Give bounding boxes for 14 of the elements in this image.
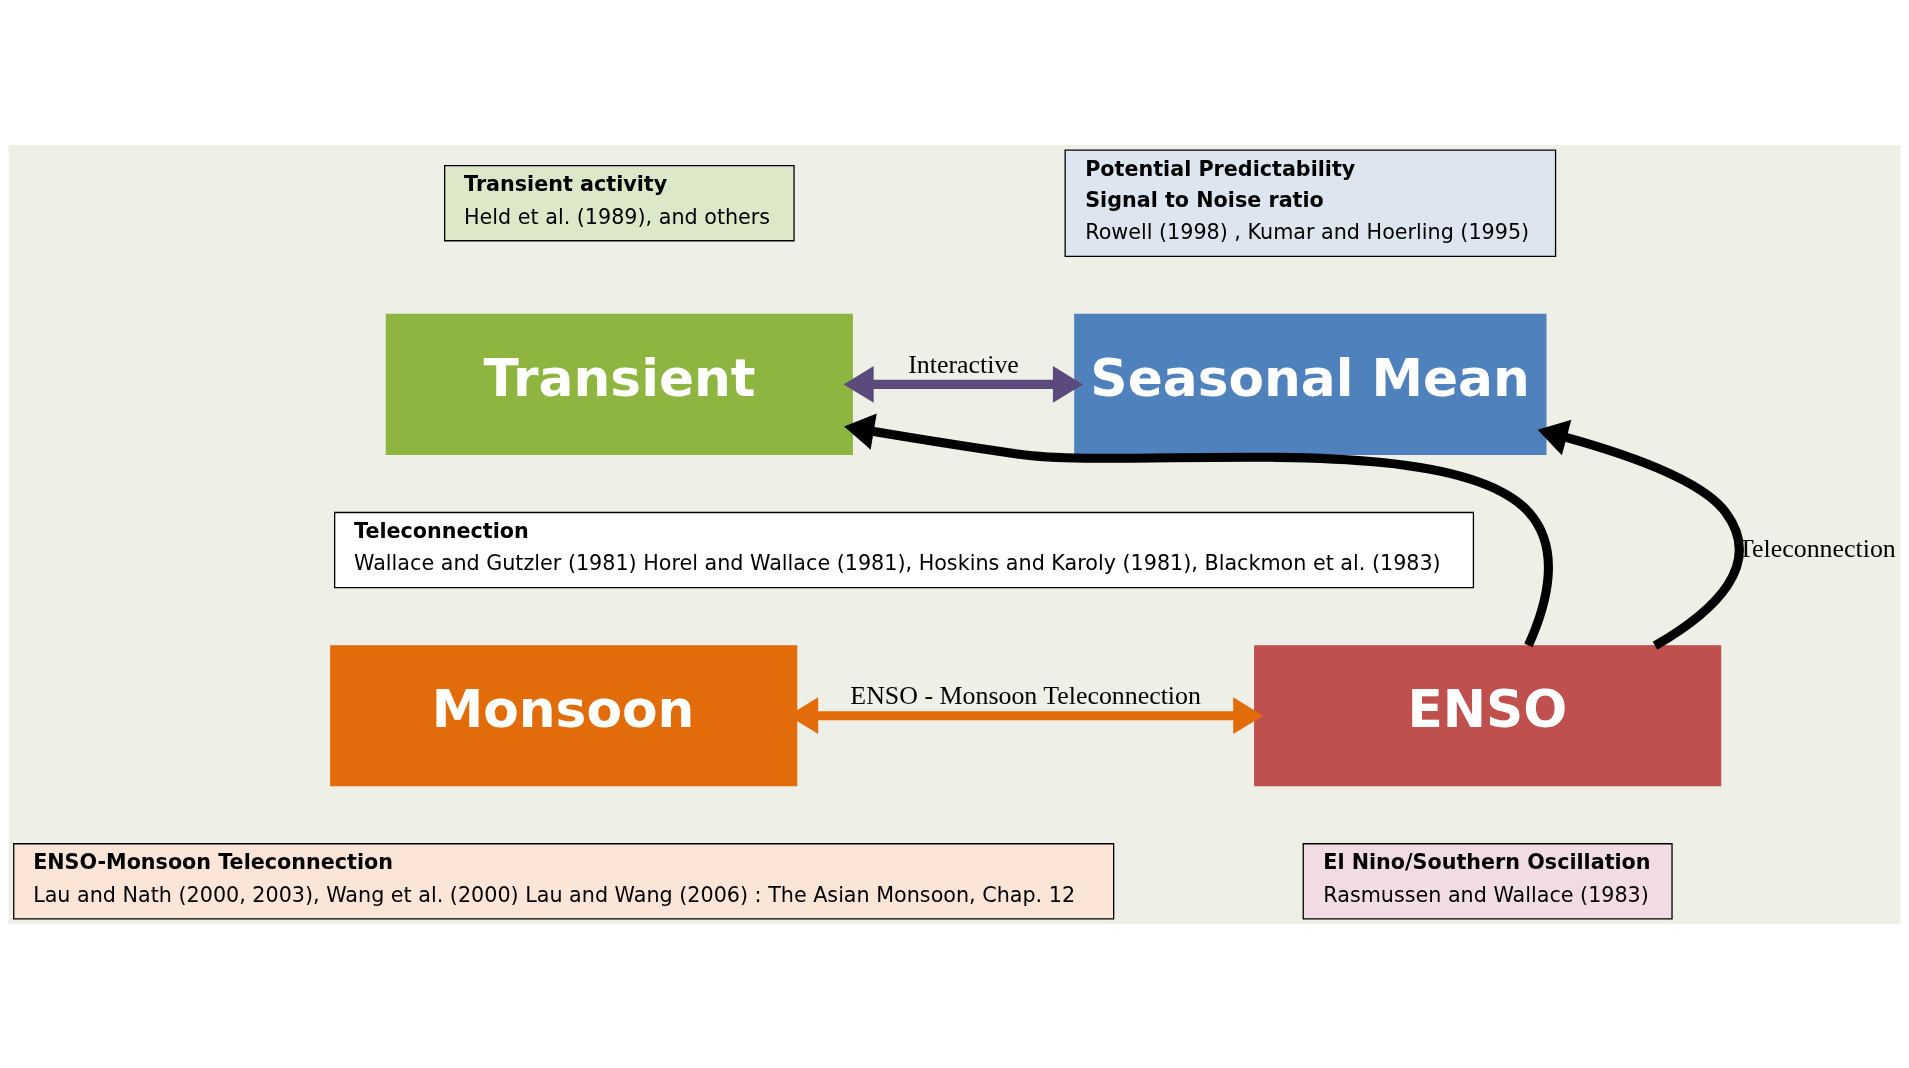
node-box: Seasonal Mean (1074, 313, 1547, 455)
node-box: Potential Predictability Signal to Noise ratio Rowell (1998) , Kumar and Hoerling (1995) (1064, 149, 1557, 257)
node-box: Transient (385, 313, 853, 455)
node-box: Transient activity Held et al. (1989), and others (444, 164, 795, 241)
node-box: ENSO (1254, 644, 1722, 786)
edge-label: ENSO - Monsoon Teleconnection (850, 680, 1201, 710)
arrow (843, 365, 1083, 403)
node-box: Teleconnection Wallace and Gutzler (1981) Horel and Wallace (1981), Hoskins and Karoly (1981), Blackmon et al. (1983) (334, 511, 1475, 588)
node-box: Monsoon (330, 644, 798, 786)
arrow (1537, 419, 1744, 650)
edge-label: Interactive (908, 349, 1019, 379)
node-box: El Nino/Southern Oscillation Rasmussen and Wallace (1983) (1302, 842, 1673, 919)
node-box: ENSO-Monsoon Teleconnection Lau and Nath (2000, 2003), Wang et al. (2000) Lau and Wang (2006) : The Asian Monsoon, Chap. 12 (13, 842, 1115, 919)
arrow (844, 412, 1553, 647)
